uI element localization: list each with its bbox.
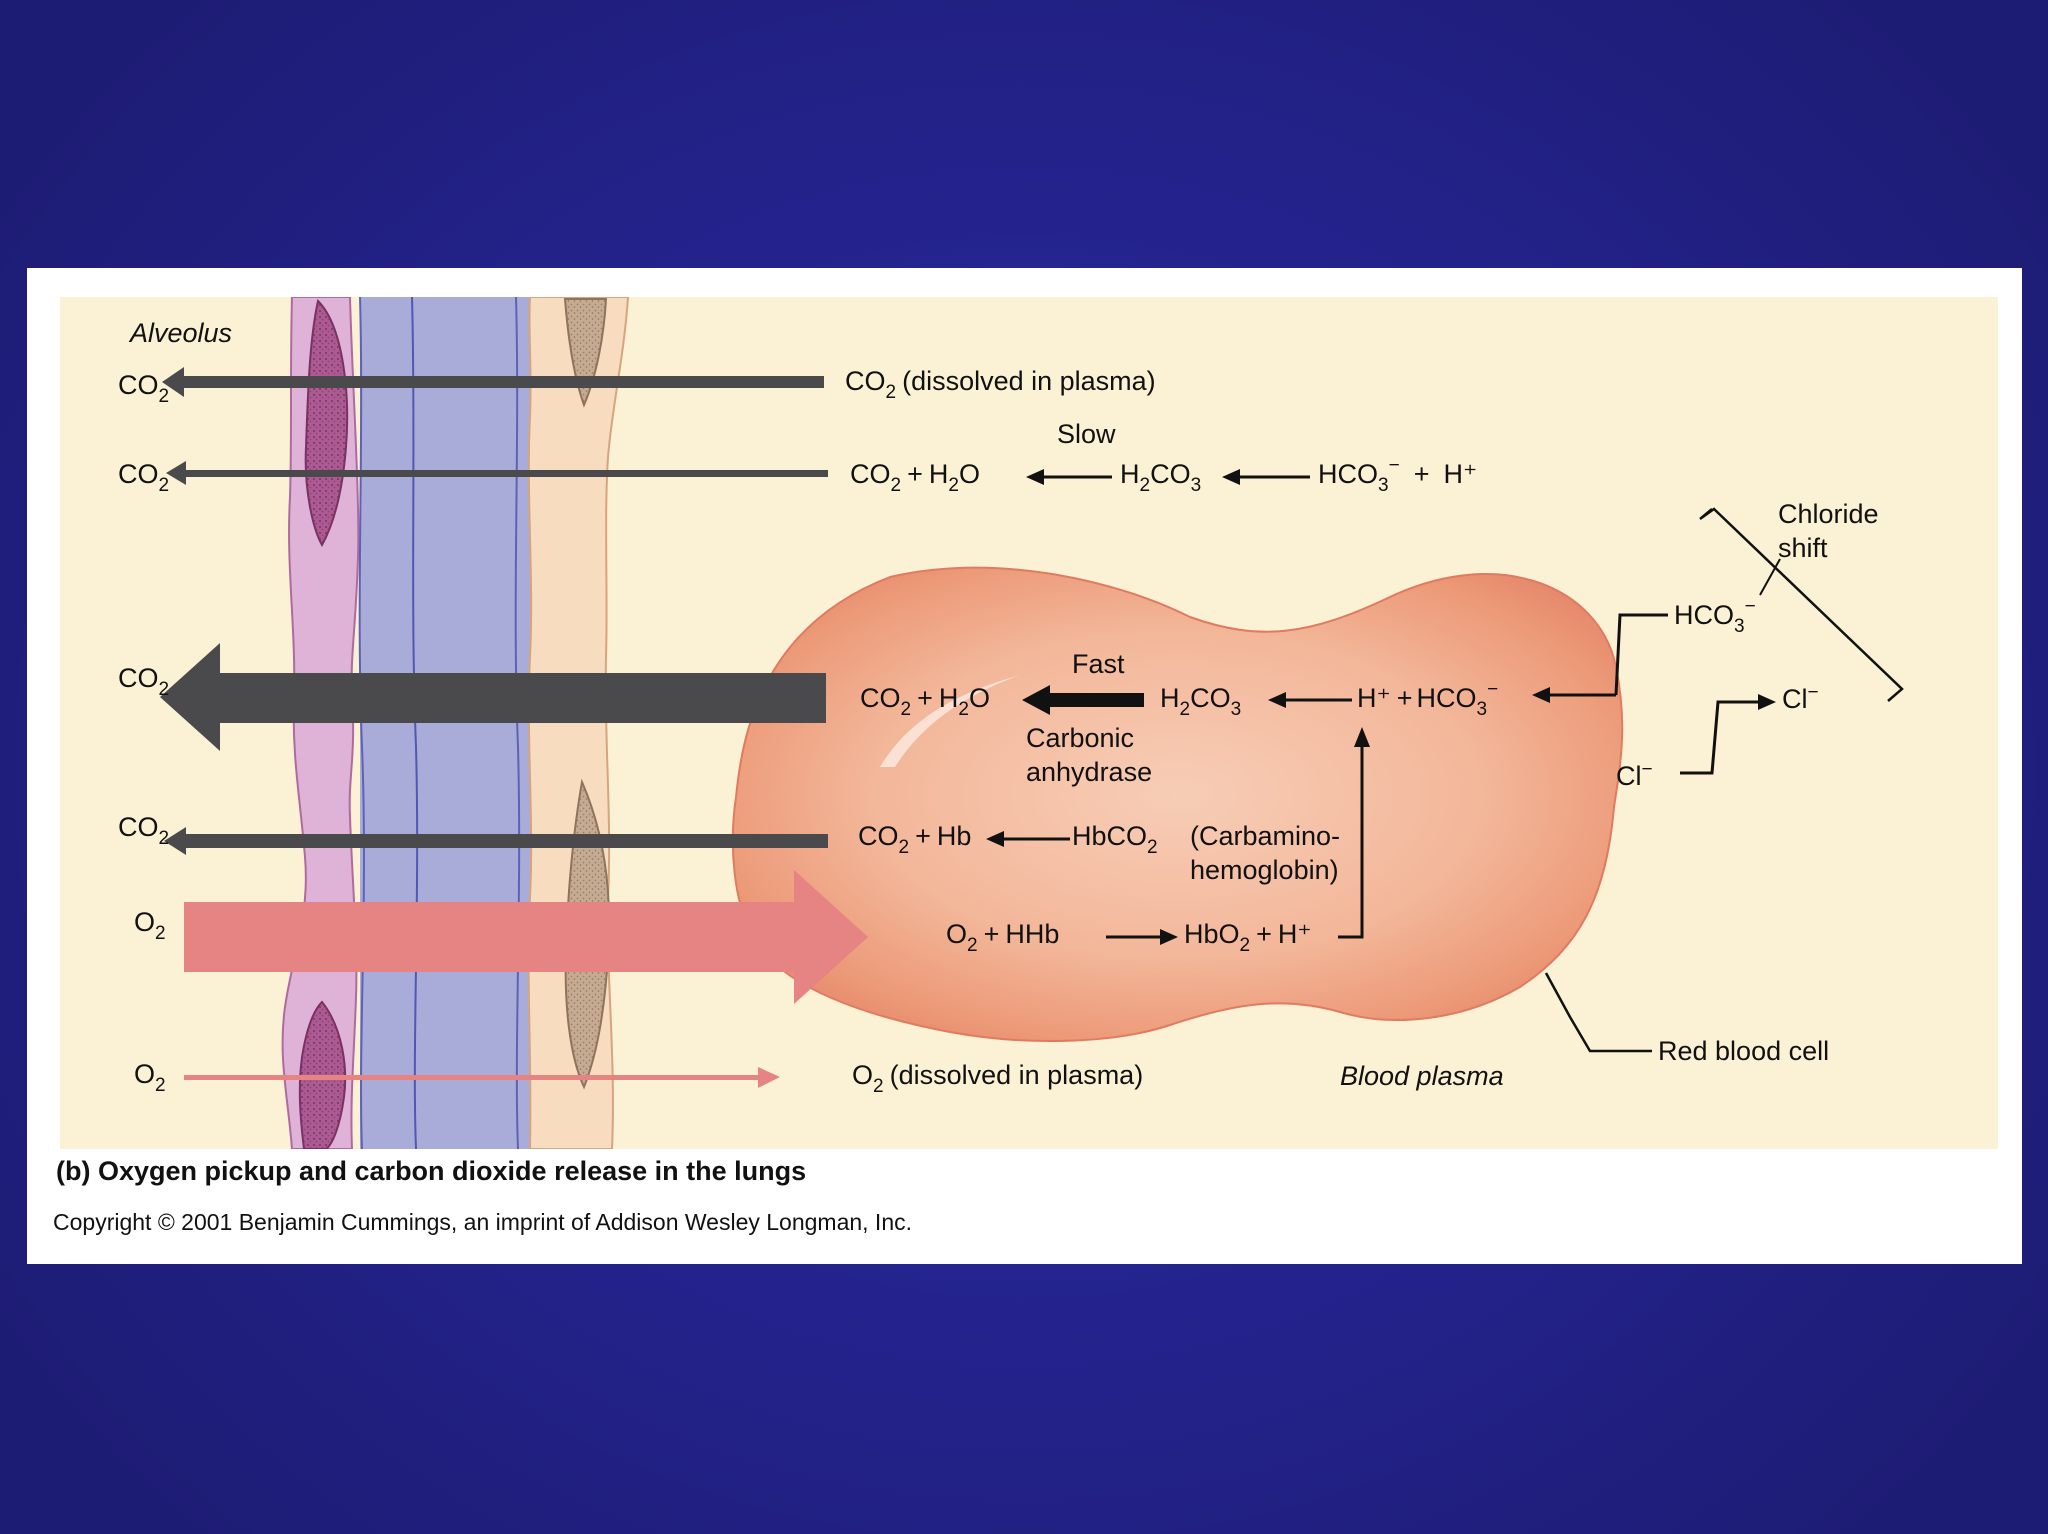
o2-arrow-small-shaft — [184, 1075, 764, 1080]
rbc-arrow-2-head — [1268, 692, 1286, 708]
figure-caption: (b) Oxygen pickup and carbon dioxide rel… — [56, 1156, 807, 1186]
slow-label: Slow — [1057, 419, 1116, 449]
chloride-shift-pointer — [1759, 558, 1781, 596]
capillary-wall-left — [358, 297, 365, 1149]
rbc-label-leader — [1544, 972, 1652, 1053]
figure-panel: Alveolus CO2 CO2 CO2 CO2 O2 O2 CO2(disso… — [27, 268, 2022, 1264]
anhydrase-label: anhydrase — [1026, 757, 1152, 787]
o2-arrow-small-head — [758, 1067, 780, 1088]
hbco2-label: HbCO2 — [1072, 821, 1158, 858]
o2-arrow-big-shaft — [184, 902, 796, 972]
carbonic-label: Carbonic — [1026, 723, 1134, 753]
left-o2-label-1: O2 — [134, 907, 166, 944]
endothelial-nucleus — [563, 298, 608, 408]
plasma-hco3-h: HCO3−+H⁺ — [1318, 455, 1477, 496]
hemoglobin-label: hemoglobin) — [1190, 855, 1339, 885]
plasma-arrow-2-head — [1222, 469, 1240, 485]
plasma-h2co3: H2CO3 — [1120, 459, 1201, 496]
left-co2-label-1: CO2 — [118, 370, 169, 407]
co2-arrow-2-shaft — [184, 470, 828, 477]
rbc-co2-h2o: CO2+H2O — [860, 683, 990, 720]
fast-label: Fast — [1072, 649, 1125, 679]
hco3-in-arrow-head — [1532, 687, 1550, 703]
cl-connector — [1680, 700, 1760, 775]
hbo2-h-label: HbO2+H⁺ — [1184, 919, 1312, 956]
cl-in-label: Cl− — [1616, 759, 1653, 791]
gas-exchange-diagram: Alveolus CO2 CO2 CO2 CO2 O2 O2 CO2(disso… — [60, 297, 1998, 1149]
left-co2-label-4: CO2 — [118, 812, 169, 849]
copyright-notice: Copyright © 2001 Benjamin Cummings, an i… — [53, 1209, 913, 1235]
chloride-label: Chloride — [1778, 499, 1879, 529]
rbc-highlight — [880, 675, 1020, 767]
cl-out-label: Cl− — [1782, 682, 1819, 714]
carbamino-arrow-head — [986, 831, 1004, 847]
oxygenation-arrow-head — [1160, 929, 1178, 945]
o2-arrow-big-head — [794, 870, 868, 1004]
hco3-out-label: HCO3− — [1674, 596, 1756, 637]
co2-arrow-3-shaft — [218, 673, 826, 723]
left-co2-label-2: CO2 — [118, 459, 169, 496]
co2-arrow-3-head — [160, 643, 220, 751]
rbc-label: Red blood cell — [1658, 1036, 1829, 1066]
left-o2-label-2: O2 — [134, 1059, 166, 1096]
red-blood-cell — [731, 566, 1624, 1042]
cl-out-arrow-head — [1758, 694, 1776, 710]
plasma-co2-h2o: CO2+H2O — [850, 459, 980, 496]
rbc-o2-hhb: O2+HHb — [946, 919, 1059, 956]
chloride-shift-bracket — [1699, 507, 1904, 702]
rbc-co2-hb: CO2+Hb — [858, 821, 971, 858]
co2-arrow-4-shaft — [184, 834, 828, 848]
blood-plasma-label: Blood plasma — [1340, 1061, 1504, 1091]
carbamino-label: (Carbamino- — [1190, 821, 1340, 851]
o2-dissolved-label: O2(dissolved in plasma) — [852, 1060, 1143, 1097]
alveolus-label: Alveolus — [128, 318, 232, 348]
capillary-wall-right — [514, 297, 521, 1149]
co2-dissolved-label: CO2(dissolved in plasma) — [845, 366, 1156, 403]
fast-arrow-shaft — [1048, 693, 1144, 707]
slow-arrow-head — [1026, 469, 1044, 485]
hco3-connector — [1614, 613, 1668, 696]
co2-arrow-1-head — [162, 367, 184, 397]
left-co2-label-3: CO2 — [118, 663, 169, 700]
co2-arrow-1-shaft — [184, 376, 824, 388]
rbc-h2co3: H2CO3 — [1160, 683, 1241, 720]
fast-arrow-head — [1022, 685, 1050, 715]
capillary-wall-mid — [411, 297, 419, 1149]
co2-arrow-4-head — [164, 827, 186, 855]
proton-return-line — [1338, 743, 1364, 939]
proton-return-head — [1354, 727, 1370, 747]
co2-arrow-2-head — [166, 461, 186, 485]
rbc-h-hco3: H⁺+HCO3− — [1357, 679, 1498, 720]
shift-label: shift — [1778, 533, 1828, 563]
